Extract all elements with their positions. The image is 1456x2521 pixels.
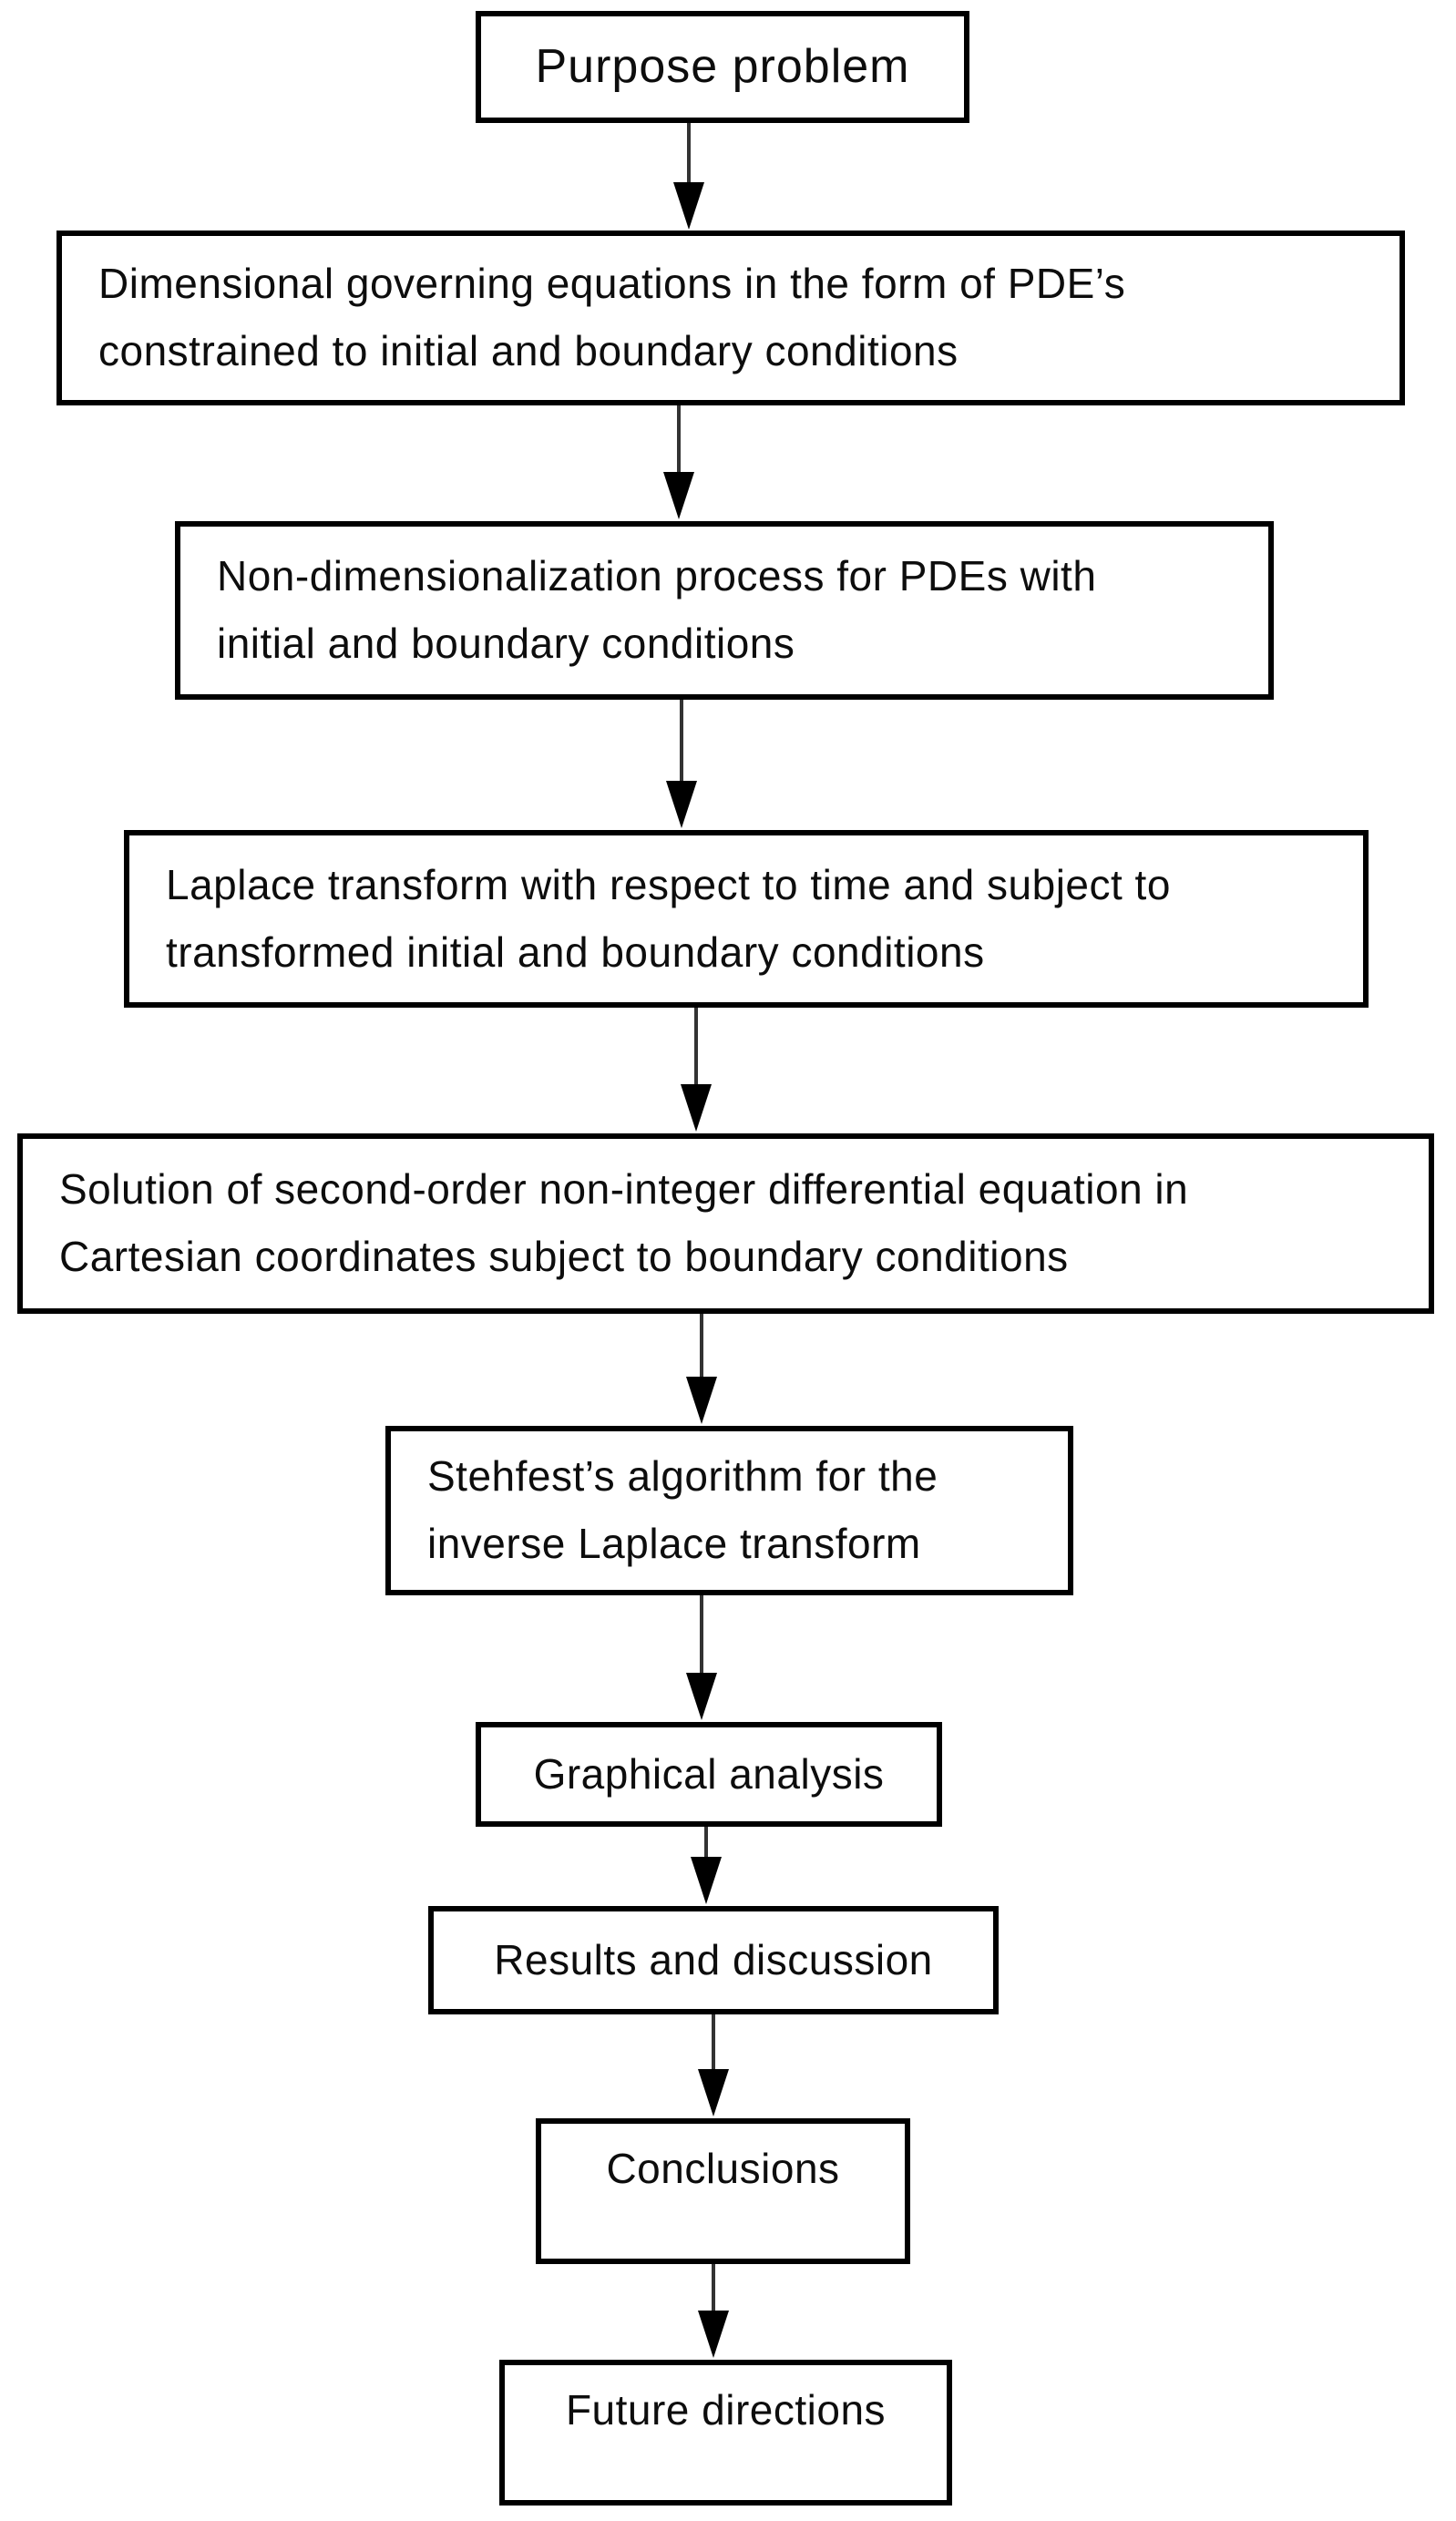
flow-node-label: Graphical analysis — [533, 1749, 885, 1798]
flow-node-stehfest: Stehfest’s algorithm for the inverse Lap… — [385, 1426, 1073, 1595]
arrow-head-down-icon — [686, 1377, 717, 1424]
arrow-head-down-icon — [673, 182, 704, 230]
arrow-line — [700, 1595, 703, 1680]
arrow-line — [700, 1314, 703, 1384]
arrow-head-down-icon — [681, 1084, 712, 1132]
flow-node-conclusions: Conclusions — [536, 2118, 910, 2264]
arrow-head-down-icon — [698, 2311, 729, 2358]
flow-node-label: Stehfest’s algorithm for the inverse Lap… — [427, 1452, 938, 1567]
flow-node-label: Conclusions — [606, 2145, 840, 2193]
flow-node-label: Solution of second-order non-integer dif… — [59, 1165, 1189, 1280]
arrow-line — [680, 700, 683, 788]
arrow-line — [704, 1827, 708, 1864]
arrow-head-down-icon — [698, 2069, 729, 2116]
arrow-line — [694, 1008, 698, 1091]
flow-node-graphical: Graphical analysis — [476, 1722, 942, 1827]
arrow-head-down-icon — [666, 781, 697, 828]
flow-node-solution: Solution of second-order non-integer dif… — [17, 1133, 1434, 1314]
flow-node-label: Non-dimensionalization process for PDEs … — [217, 552, 1097, 667]
flow-node-label: Dimensional governing equations in the f… — [98, 260, 1126, 374]
flow-node-purpose: Purpose problem — [476, 11, 969, 123]
flow-node-label: Purpose problem — [535, 39, 910, 93]
flow-node-results: Results and discussion — [428, 1906, 999, 2014]
flow-node-label: Future directions — [565, 2386, 887, 2434]
arrow-head-down-icon — [691, 1857, 722, 1904]
flow-node-governing: Dimensional governing equations in the f… — [56, 231, 1405, 405]
flow-node-laplace: Laplace transform with respect to time a… — [124, 830, 1369, 1008]
arrow-line — [677, 405, 681, 479]
flow-node-nondim: Non-dimensionalization process for PDEs … — [175, 521, 1274, 700]
flow-node-label: Results and discussion — [494, 1935, 933, 1983]
arrow-line — [712, 2014, 715, 2076]
arrow-head-down-icon — [663, 472, 694, 519]
arrow-line — [687, 123, 691, 190]
flow-node-future: Future directions — [499, 2360, 952, 2506]
flow-node-label: Laplace transform with respect to time a… — [166, 860, 1171, 976]
arrow-line — [712, 2264, 715, 2318]
arrow-head-down-icon — [686, 1673, 717, 1720]
